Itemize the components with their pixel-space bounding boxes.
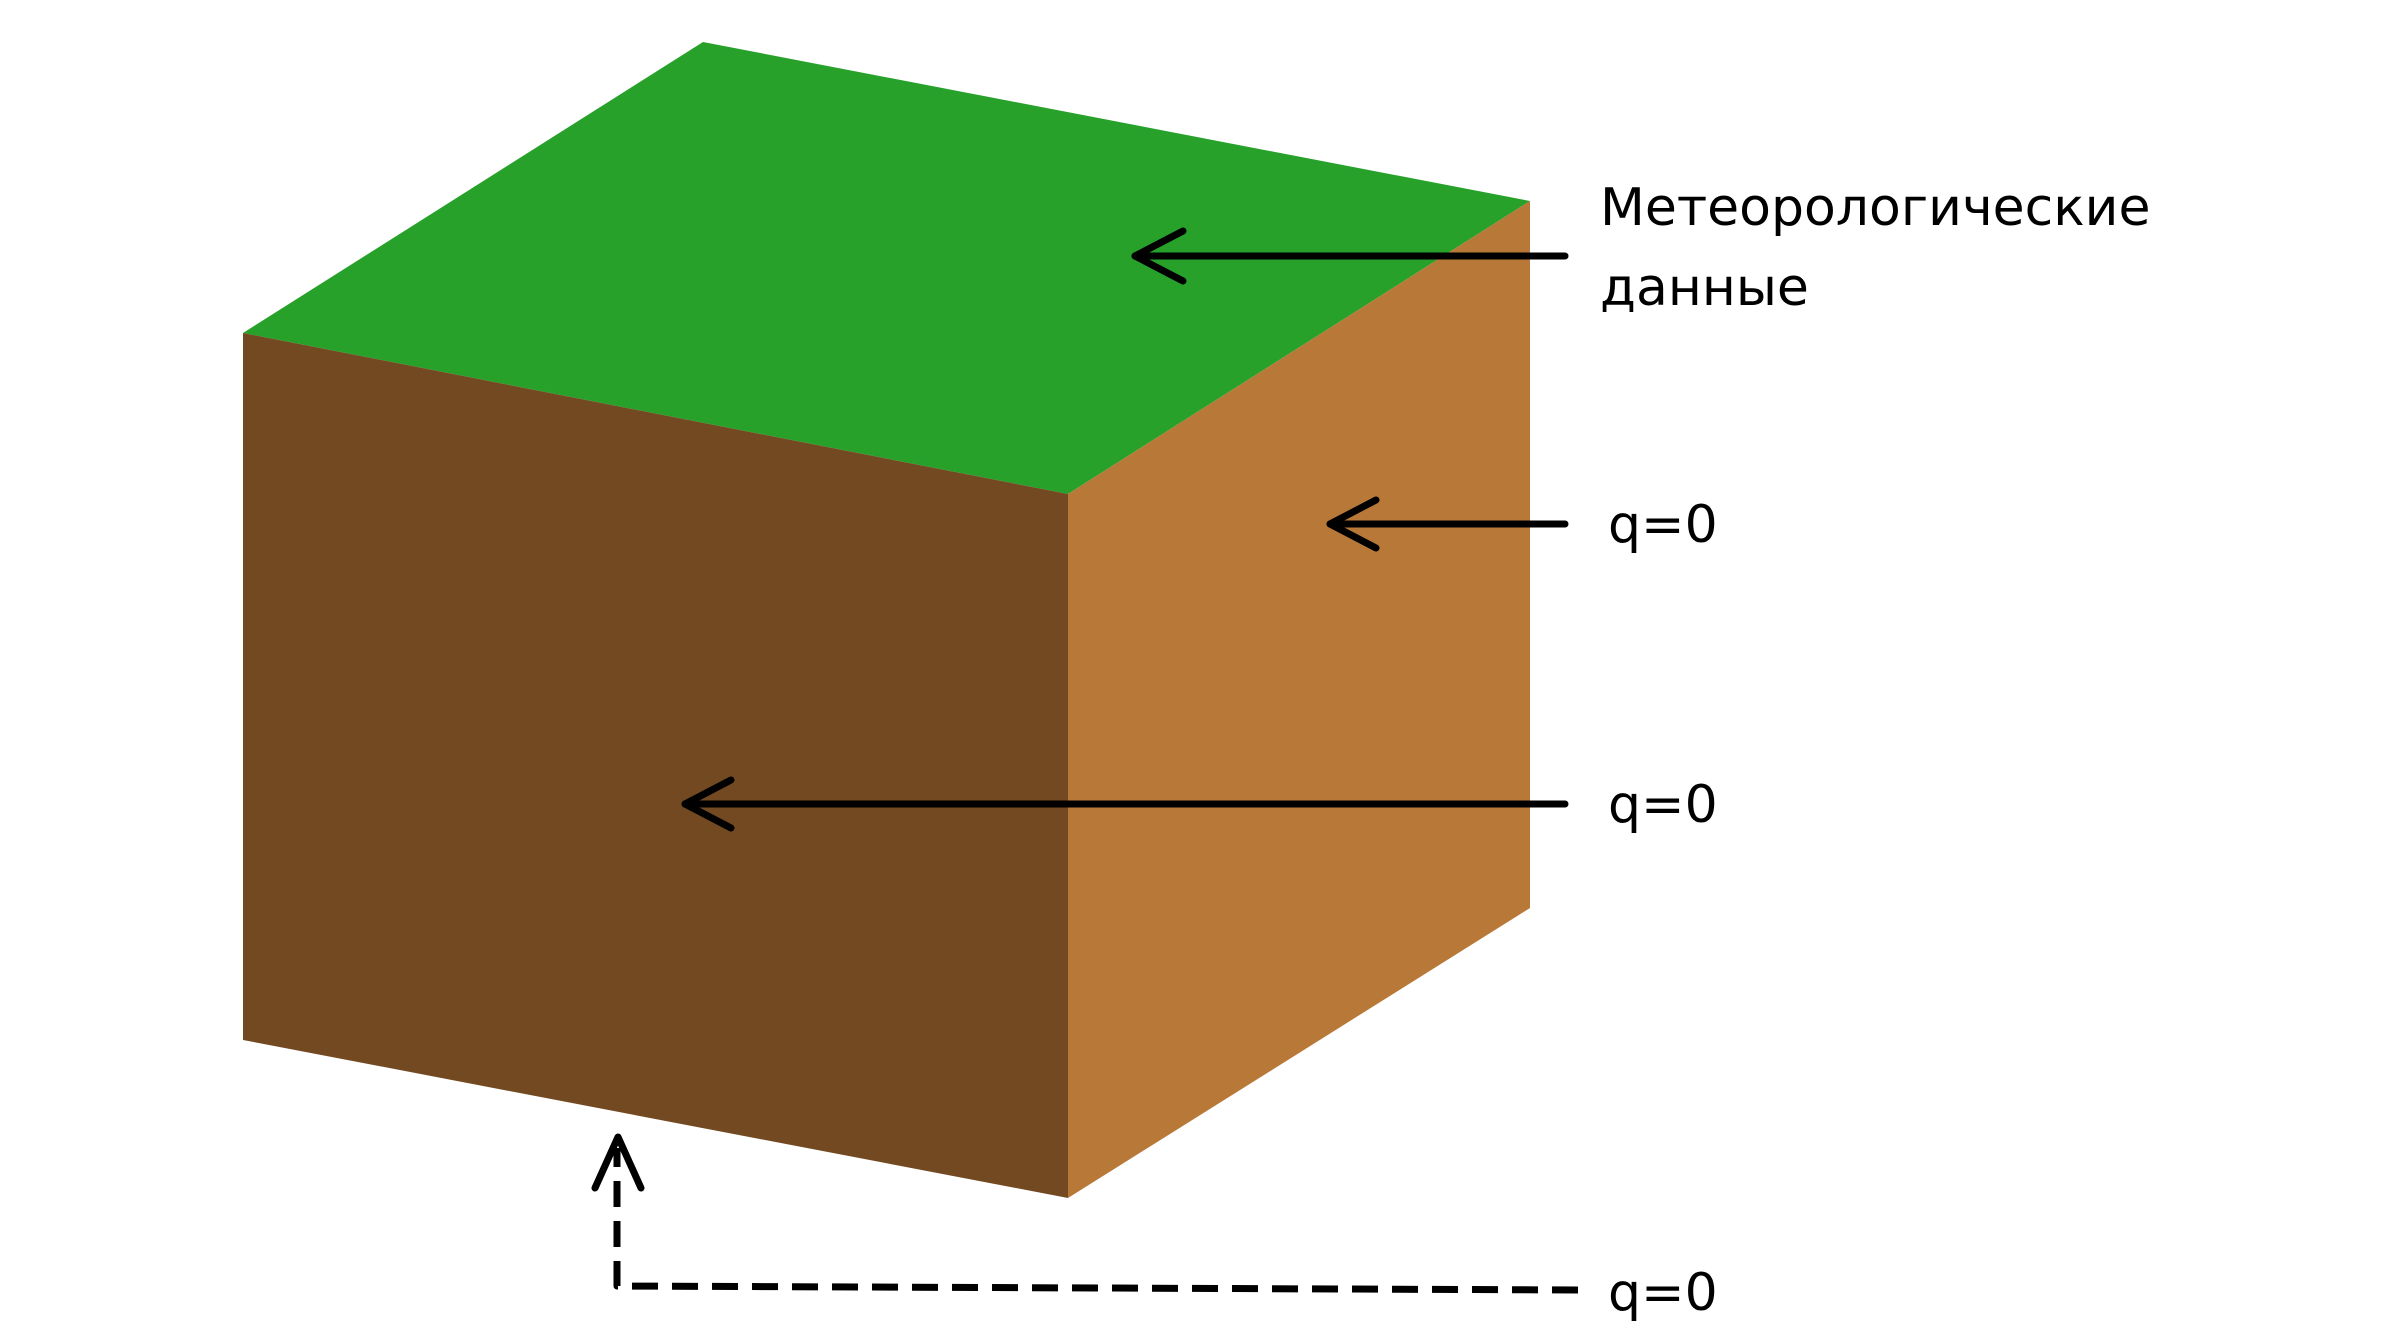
arrow-bottom-face-dashed xyxy=(591,1133,1579,1294)
cube-top-face xyxy=(243,42,1530,494)
label-top-line2: данные xyxy=(1600,258,1809,318)
arrow-front-face xyxy=(681,776,1569,832)
label-side-face: q=0 xyxy=(1608,495,1718,555)
arrow-top-face xyxy=(1131,227,1569,285)
label-bottom-face: q=0 xyxy=(1608,1263,1718,1323)
label-front-face: q=0 xyxy=(1608,775,1718,835)
cube-side-face xyxy=(1068,201,1530,1198)
label-top-line1: Метеорологические xyxy=(1600,178,2150,238)
cube-front-face xyxy=(243,333,1068,1198)
arrow-side-face xyxy=(1326,496,1569,552)
